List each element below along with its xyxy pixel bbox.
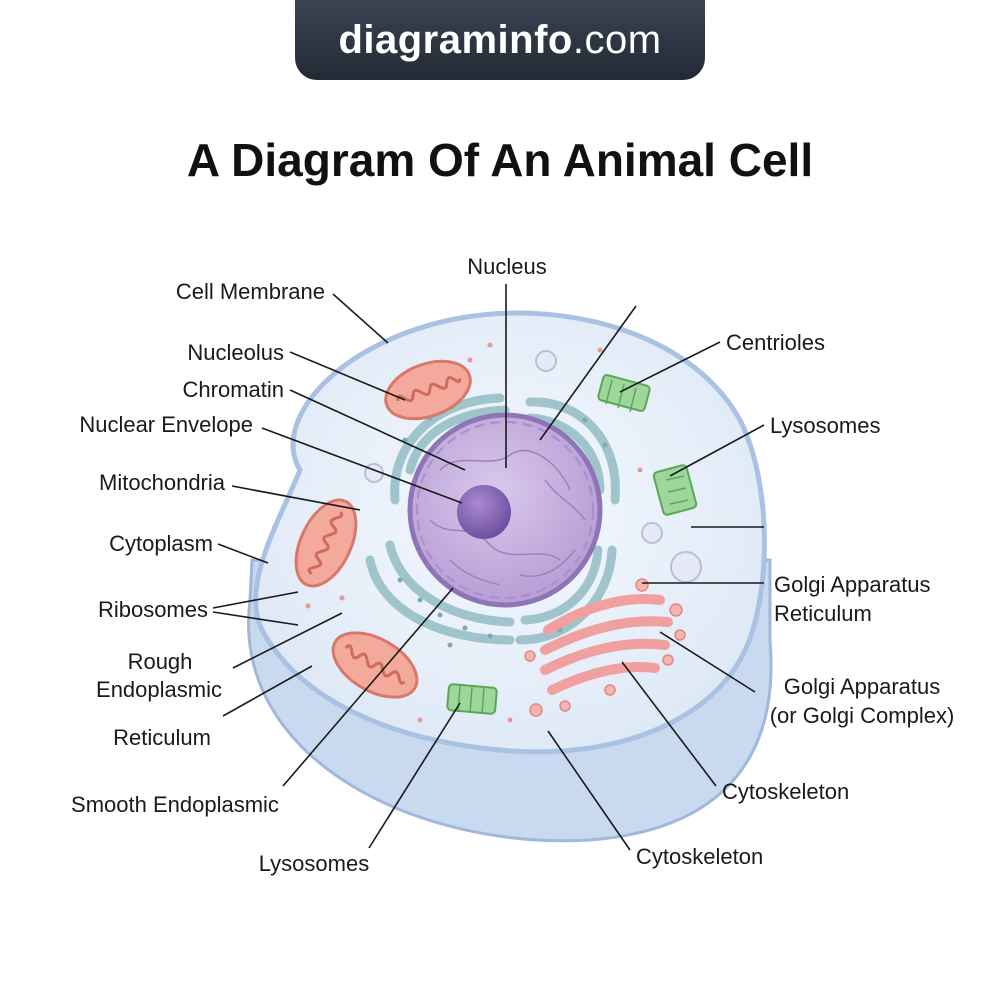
label-mitochondria: Mitochondria bbox=[99, 470, 226, 495]
ribosome-dots bbox=[305, 342, 643, 723]
golgi-vesicles bbox=[524, 578, 686, 717]
brand-domain: .com bbox=[572, 17, 662, 62]
label-cytoskeleton-right: Cytoskeleton bbox=[722, 779, 849, 804]
label-nucleolus: Nucleolus bbox=[187, 340, 284, 365]
label-chromatin: Chromatin bbox=[183, 377, 284, 402]
site-banner: diagraminfo.com bbox=[295, 0, 705, 80]
label-smooth-er: Smooth Endoplasmic bbox=[71, 792, 279, 817]
label-lysosomes-right: Lysosomes bbox=[770, 413, 880, 438]
lysosome-shapes bbox=[364, 350, 702, 583]
nucleus-shape bbox=[407, 412, 603, 608]
label-golgi-complex-line2: (or Golgi Complex) bbox=[770, 703, 955, 728]
mitochondria-shapes bbox=[294, 359, 472, 699]
label-rough-er-line1: Rough bbox=[128, 649, 193, 674]
chromatin-shape bbox=[429, 449, 586, 586]
nucleolus-shape bbox=[457, 485, 511, 539]
label-ribosomes: Ribosomes bbox=[98, 597, 208, 622]
label-cell-membrane: Cell Membrane bbox=[176, 279, 325, 304]
label-rough-er-line3: Reticulum bbox=[113, 725, 211, 750]
label-cytoskeleton-bottom: Cytoskeleton bbox=[636, 844, 763, 869]
golgi-shape bbox=[540, 594, 673, 695]
site-brand[interactable]: diagraminfo.com bbox=[338, 18, 661, 63]
rough-er-shape bbox=[365, 393, 620, 645]
label-cytoplasm: Cytoplasm bbox=[109, 531, 213, 556]
label-nucleus: Nucleus bbox=[467, 254, 546, 279]
label-nuclear-envelope: Nuclear Envelope bbox=[79, 412, 253, 437]
label-lysosomes-bottom: Lysosomes bbox=[259, 851, 369, 876]
label-centrioles: Centrioles bbox=[726, 330, 825, 355]
label-golgi-reticulum-line2: Reticulum bbox=[774, 601, 872, 626]
label-rough-er-line2: Endoplasmic bbox=[96, 677, 222, 702]
leader-lines bbox=[212, 284, 765, 851]
brand-name: diagraminfo bbox=[338, 17, 573, 62]
label-golgi-reticulum-line1: Golgi Apparatus bbox=[774, 572, 931, 597]
diagram-title: A Diagram Of An Animal Cell bbox=[186, 134, 814, 186]
label-golgi-complex-line1: Golgi Apparatus bbox=[784, 674, 941, 699]
